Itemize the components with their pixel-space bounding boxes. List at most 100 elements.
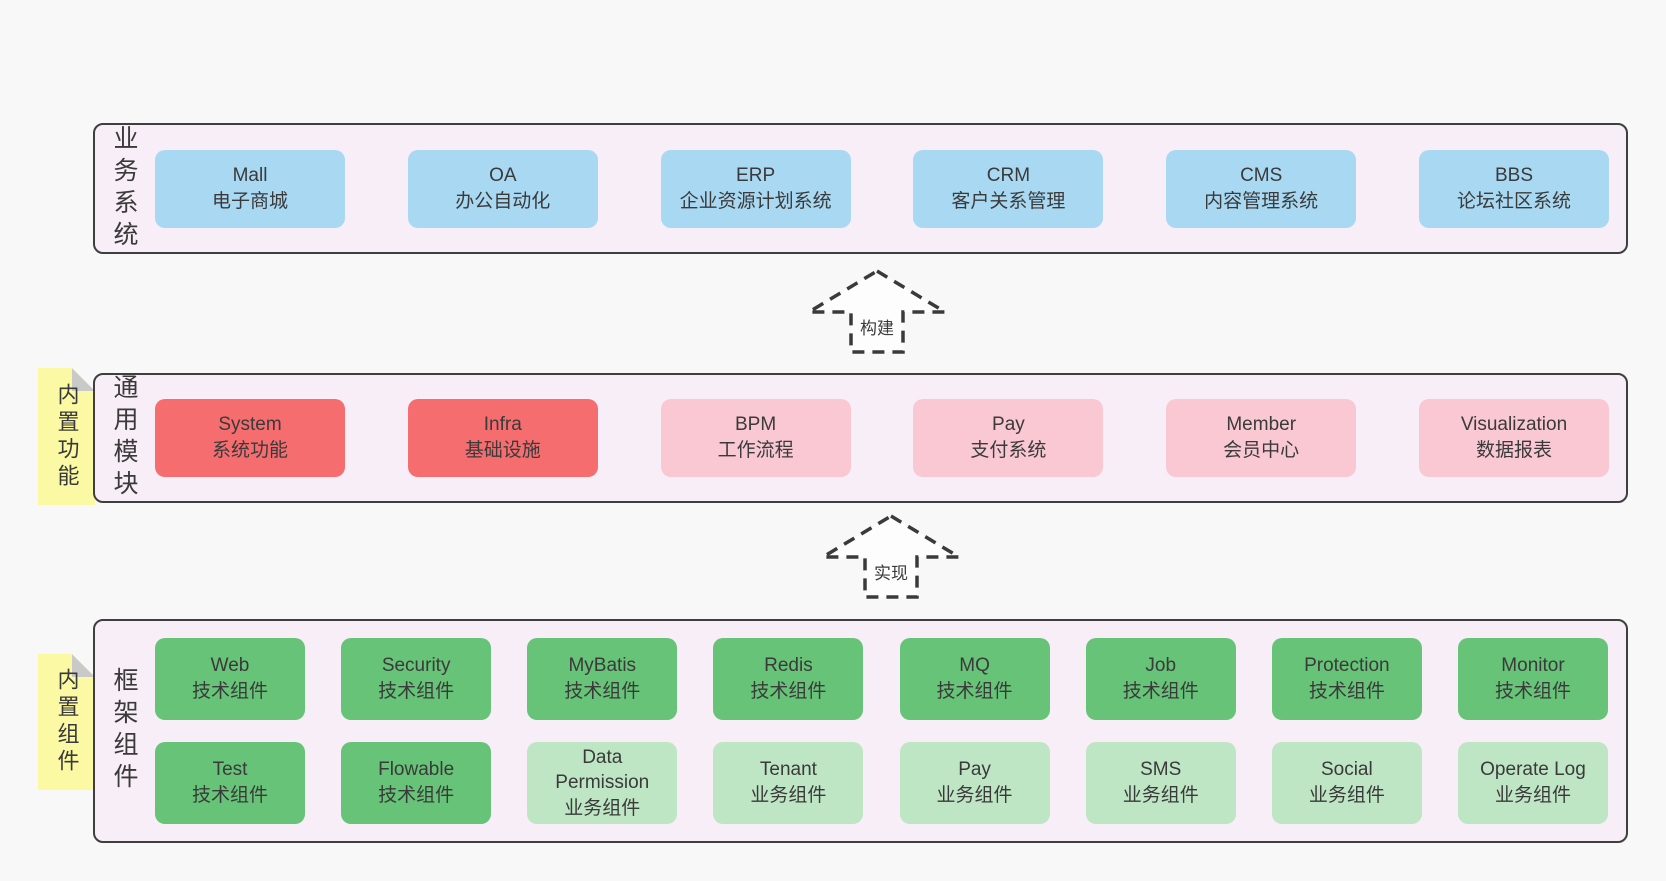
box-infra: Infra 基础设施 <box>407 399 598 477</box>
box-subtitle: 电子商城 <box>211 190 288 212</box>
box-subtitle: 业务组件 <box>564 797 641 819</box>
box-title: Security <box>381 655 451 677</box>
box-title: Flowable <box>378 759 455 781</box>
box-monitor: Monitor 技术组件 <box>1457 638 1608 720</box>
sticky-label: 内置功能 <box>54 382 80 491</box>
box-oa: OA 办公自动化 <box>407 149 598 228</box>
box-subtitle: 技术组件 <box>191 785 268 806</box>
box-title: OA <box>489 164 517 186</box>
box-job: Job 技术组件 <box>1085 638 1236 720</box>
box-subtitle: 技术组件 <box>378 785 455 806</box>
box-title: Test <box>212 759 248 781</box>
box-subtitle: 技术组件 <box>564 681 641 702</box>
box-social: Social 业务组件 <box>1271 742 1422 824</box>
box-flowable: Flowable 技术组件 <box>341 742 492 824</box>
box-title: Social <box>1320 759 1373 781</box>
implement-arrow: 实现 <box>816 513 966 601</box>
up-arrow-icon <box>816 513 966 599</box>
box-pay-module: Pay 支付系统 <box>913 399 1104 477</box>
box-visualization: Visualization 数据报表 <box>1418 399 1609 477</box>
box-title: Infra <box>483 414 522 436</box>
biz-components-row: Test 技术组件 Flowable 技术组件 Data Permission … <box>155 742 1608 824</box>
box-subtitle: 数据报表 <box>1475 440 1552 461</box>
box-subtitle: 业务组件 <box>1308 785 1385 806</box>
box-cms: CMS 内容管理系统 <box>1166 149 1357 228</box>
box-title: System <box>218 414 282 436</box>
box-subtitle: 业务组件 <box>1494 785 1571 806</box>
box-subtitle: 技术组件 <box>1494 681 1571 702</box>
layer-label-framework-components: 框架组件 <box>110 667 138 795</box>
box-subtitle: 业务组件 <box>750 785 827 806</box>
box-subtitle: 论坛社区系统 <box>1456 190 1571 212</box>
sticky-label: 内置组件 <box>54 668 80 776</box>
layer-common-modules: 通用模块 System 系统功能 Infra 基础设施 BPM 工作流程 Pay… <box>93 373 1628 503</box>
framework-components-grid: Web 技术组件 Security 技术组件 MyBatis 技术组件 Redi… <box>155 638 1608 824</box>
box-subtitle: 会员中心 <box>1223 440 1300 461</box>
box-title: Monitor <box>1501 655 1565 677</box>
tech-components-row: Web 技术组件 Security 技术组件 MyBatis 技术组件 Redi… <box>155 638 1608 720</box>
box-subtitle: 基础设施 <box>464 440 541 461</box>
box-subtitle: 办公自动化 <box>455 190 551 212</box>
common-modules-row: System 系统功能 Infra 基础设施 BPM 工作流程 Pay 支付系统… <box>155 375 1609 501</box>
box-subtitle: 业务组件 <box>936 785 1013 806</box>
box-title: CRM <box>986 164 1031 186</box>
box-redis: Redis 技术组件 <box>713 638 864 720</box>
box-subtitle: 企业资源计划系统 <box>679 190 832 212</box>
box-tenant: Tenant 业务组件 <box>713 742 864 824</box>
layer-business-systems: 业务系统 Mall 电子商城 OA 办公自动化 ERP 企业资源计划系统 CRM… <box>93 123 1628 254</box>
box-bbs: BBS 论坛社区系统 <box>1418 149 1609 228</box>
box-title: Web <box>210 655 250 677</box>
box-title: Protection <box>1304 655 1390 677</box>
box-subtitle: 技术组件 <box>191 681 268 702</box>
box-sms: SMS 业务组件 <box>1085 742 1236 824</box>
box-mall: Mall 电子商城 <box>155 149 345 228</box>
box-subtitle: 技术组件 <box>1122 681 1199 702</box>
box-title: ERP <box>736 164 776 186</box>
box-title: Visualization <box>1460 414 1568 436</box>
box-title: CMS <box>1240 164 1283 186</box>
box-subtitle: 客户关系管理 <box>951 190 1066 212</box>
build-arrow: 构建 <box>802 268 952 356</box>
box-title: Pay <box>992 414 1025 436</box>
box-crm: CRM 客户关系管理 <box>913 149 1104 228</box>
box-title: BPM <box>735 414 777 436</box>
box-subtitle: 业务组件 <box>1122 785 1199 806</box>
implement-arrow-label: 实现 <box>872 559 910 584</box>
box-title: Job <box>1145 655 1177 677</box>
box-test: Test 技术组件 <box>155 742 305 824</box>
box-subtitle: 系统功能 <box>211 440 288 461</box>
box-subtitle: 技术组件 <box>378 681 455 702</box>
box-subtitle: 技术组件 <box>936 681 1013 702</box>
box-subtitle: 内容管理系统 <box>1204 190 1319 212</box>
build-arrow-label: 构建 <box>858 314 896 339</box>
box-subtitle: 技术组件 <box>750 681 827 702</box>
box-subtitle: 支付系统 <box>970 440 1047 461</box>
up-arrow-icon <box>802 268 952 354</box>
box-title: Mall <box>232 164 268 186</box>
box-title: Member <box>1226 414 1297 436</box>
box-operate-log: Operate Log 业务组件 <box>1457 742 1608 824</box>
box-pay-component: Pay 业务组件 <box>899 742 1050 824</box>
layer-label-common-modules: 通用模块 <box>110 374 138 502</box>
box-title: MQ <box>959 655 990 677</box>
box-title: SMS <box>1140 759 1182 781</box>
box-title: MyBatis <box>568 655 637 677</box>
box-subtitle: 技术组件 <box>1308 681 1385 702</box>
box-title: BBS <box>1494 164 1533 186</box>
box-data-permission: Data Permission 业务组件 <box>527 742 678 824</box>
business-systems-row: Mall 电子商城 OA 办公自动化 ERP 企业资源计划系统 CRM 客户关系… <box>155 125 1609 252</box>
layer-label-business-systems: 业务系统 <box>110 124 138 253</box>
box-protection: Protection 技术组件 <box>1271 638 1422 720</box>
sticky-note-built-in-components: 内置组件 <box>38 654 95 790</box>
box-title: Tenant <box>759 759 817 781</box>
box-subtitle: 工作流程 <box>717 440 794 461</box>
box-erp: ERP 企业资源计划系统 <box>660 149 851 228</box>
box-title: Pay <box>958 759 991 781</box>
box-mq: MQ 技术组件 <box>899 638 1050 720</box>
layer-framework-components: 框架组件 Web 技术组件 Security 技术组件 MyBatis 技术组件… <box>93 619 1628 843</box>
sticky-note-built-in-features: 内置功能 <box>38 368 95 505</box>
box-title: Redis <box>764 655 813 677</box>
box-title: Data Permission <box>555 746 650 794</box>
box-member: Member 会员中心 <box>1166 399 1357 477</box>
